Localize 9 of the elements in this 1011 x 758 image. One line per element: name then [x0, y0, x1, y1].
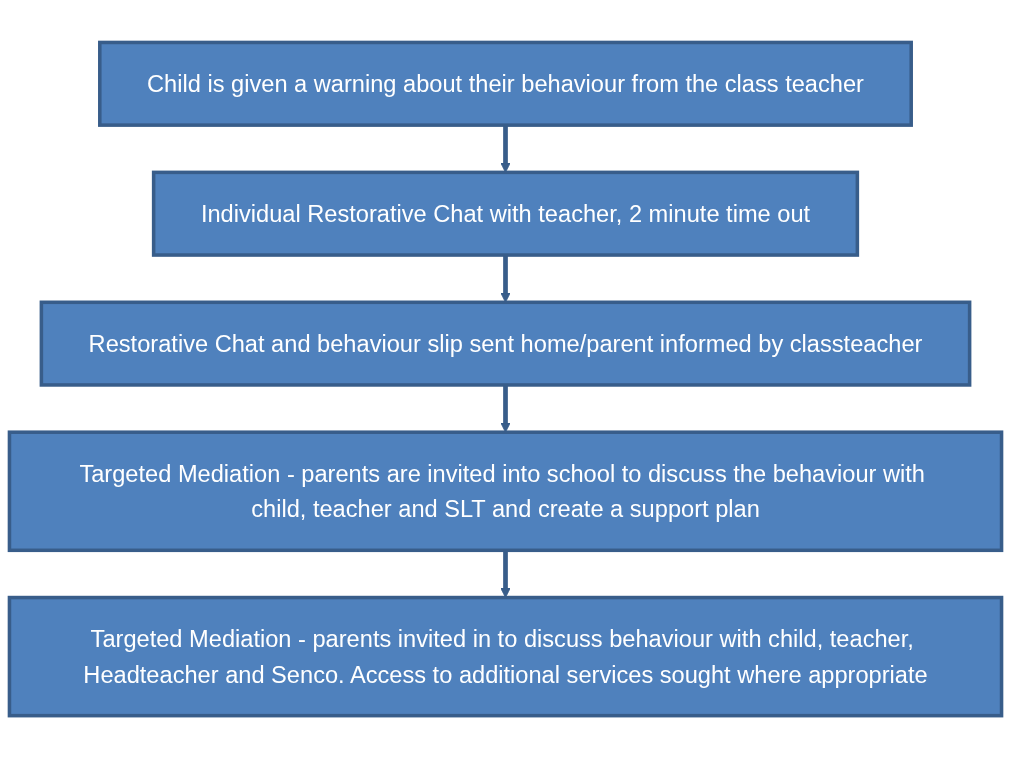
- arrow: [500, 255, 511, 303]
- arrow: [500, 125, 511, 173]
- node-box: Restorative Chat and behaviour slip sent home/parent informed by classteacher: [39, 300, 972, 387]
- node-box: Individual Restorative Chat with teacher, 2 minute time out: [151, 170, 860, 257]
- arrow: [500, 384, 511, 433]
- node-box: Targeted Mediation - parents are invited into school to discuss the behaviour with child, teacher and SLT and create a support plan: [7, 430, 1004, 552]
- node-box: Child is given a warning about their behaviour from the class teacher: [98, 40, 913, 127]
- arrow: [500, 550, 511, 598]
- node-box: Targeted Mediation - parents invited in to discuss behaviour with child, teacher, Headteacher and Senco. Access to additional services sought where appropriate: [7, 595, 1004, 718]
